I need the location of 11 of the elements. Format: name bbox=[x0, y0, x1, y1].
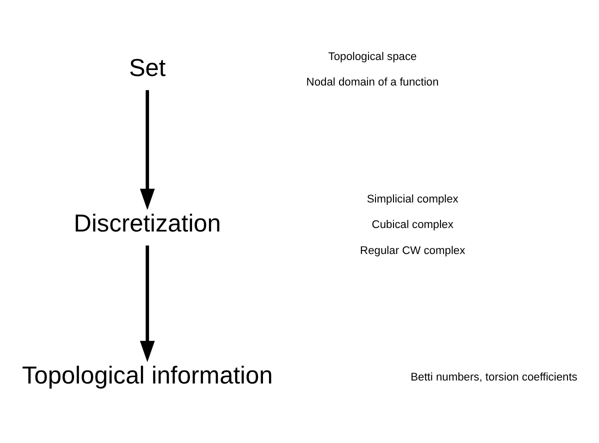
node-label: Topological space bbox=[328, 50, 417, 62]
node-text: Discretization bbox=[74, 210, 221, 238]
arrow bbox=[140, 244, 155, 362]
node-text: Set bbox=[128, 54, 166, 82]
label: Betti numbers, torsion coefficients bbox=[410, 370, 578, 383]
node-label: Nodal domain of a function bbox=[306, 76, 439, 88]
node-label: Regular CW complex bbox=[360, 244, 466, 256]
node-label: Simplicial complex bbox=[366, 192, 458, 205]
node-text: Topological information bbox=[22, 362, 273, 390]
node-label: Cubical complex bbox=[372, 218, 454, 231]
arrow bbox=[140, 90, 155, 210]
